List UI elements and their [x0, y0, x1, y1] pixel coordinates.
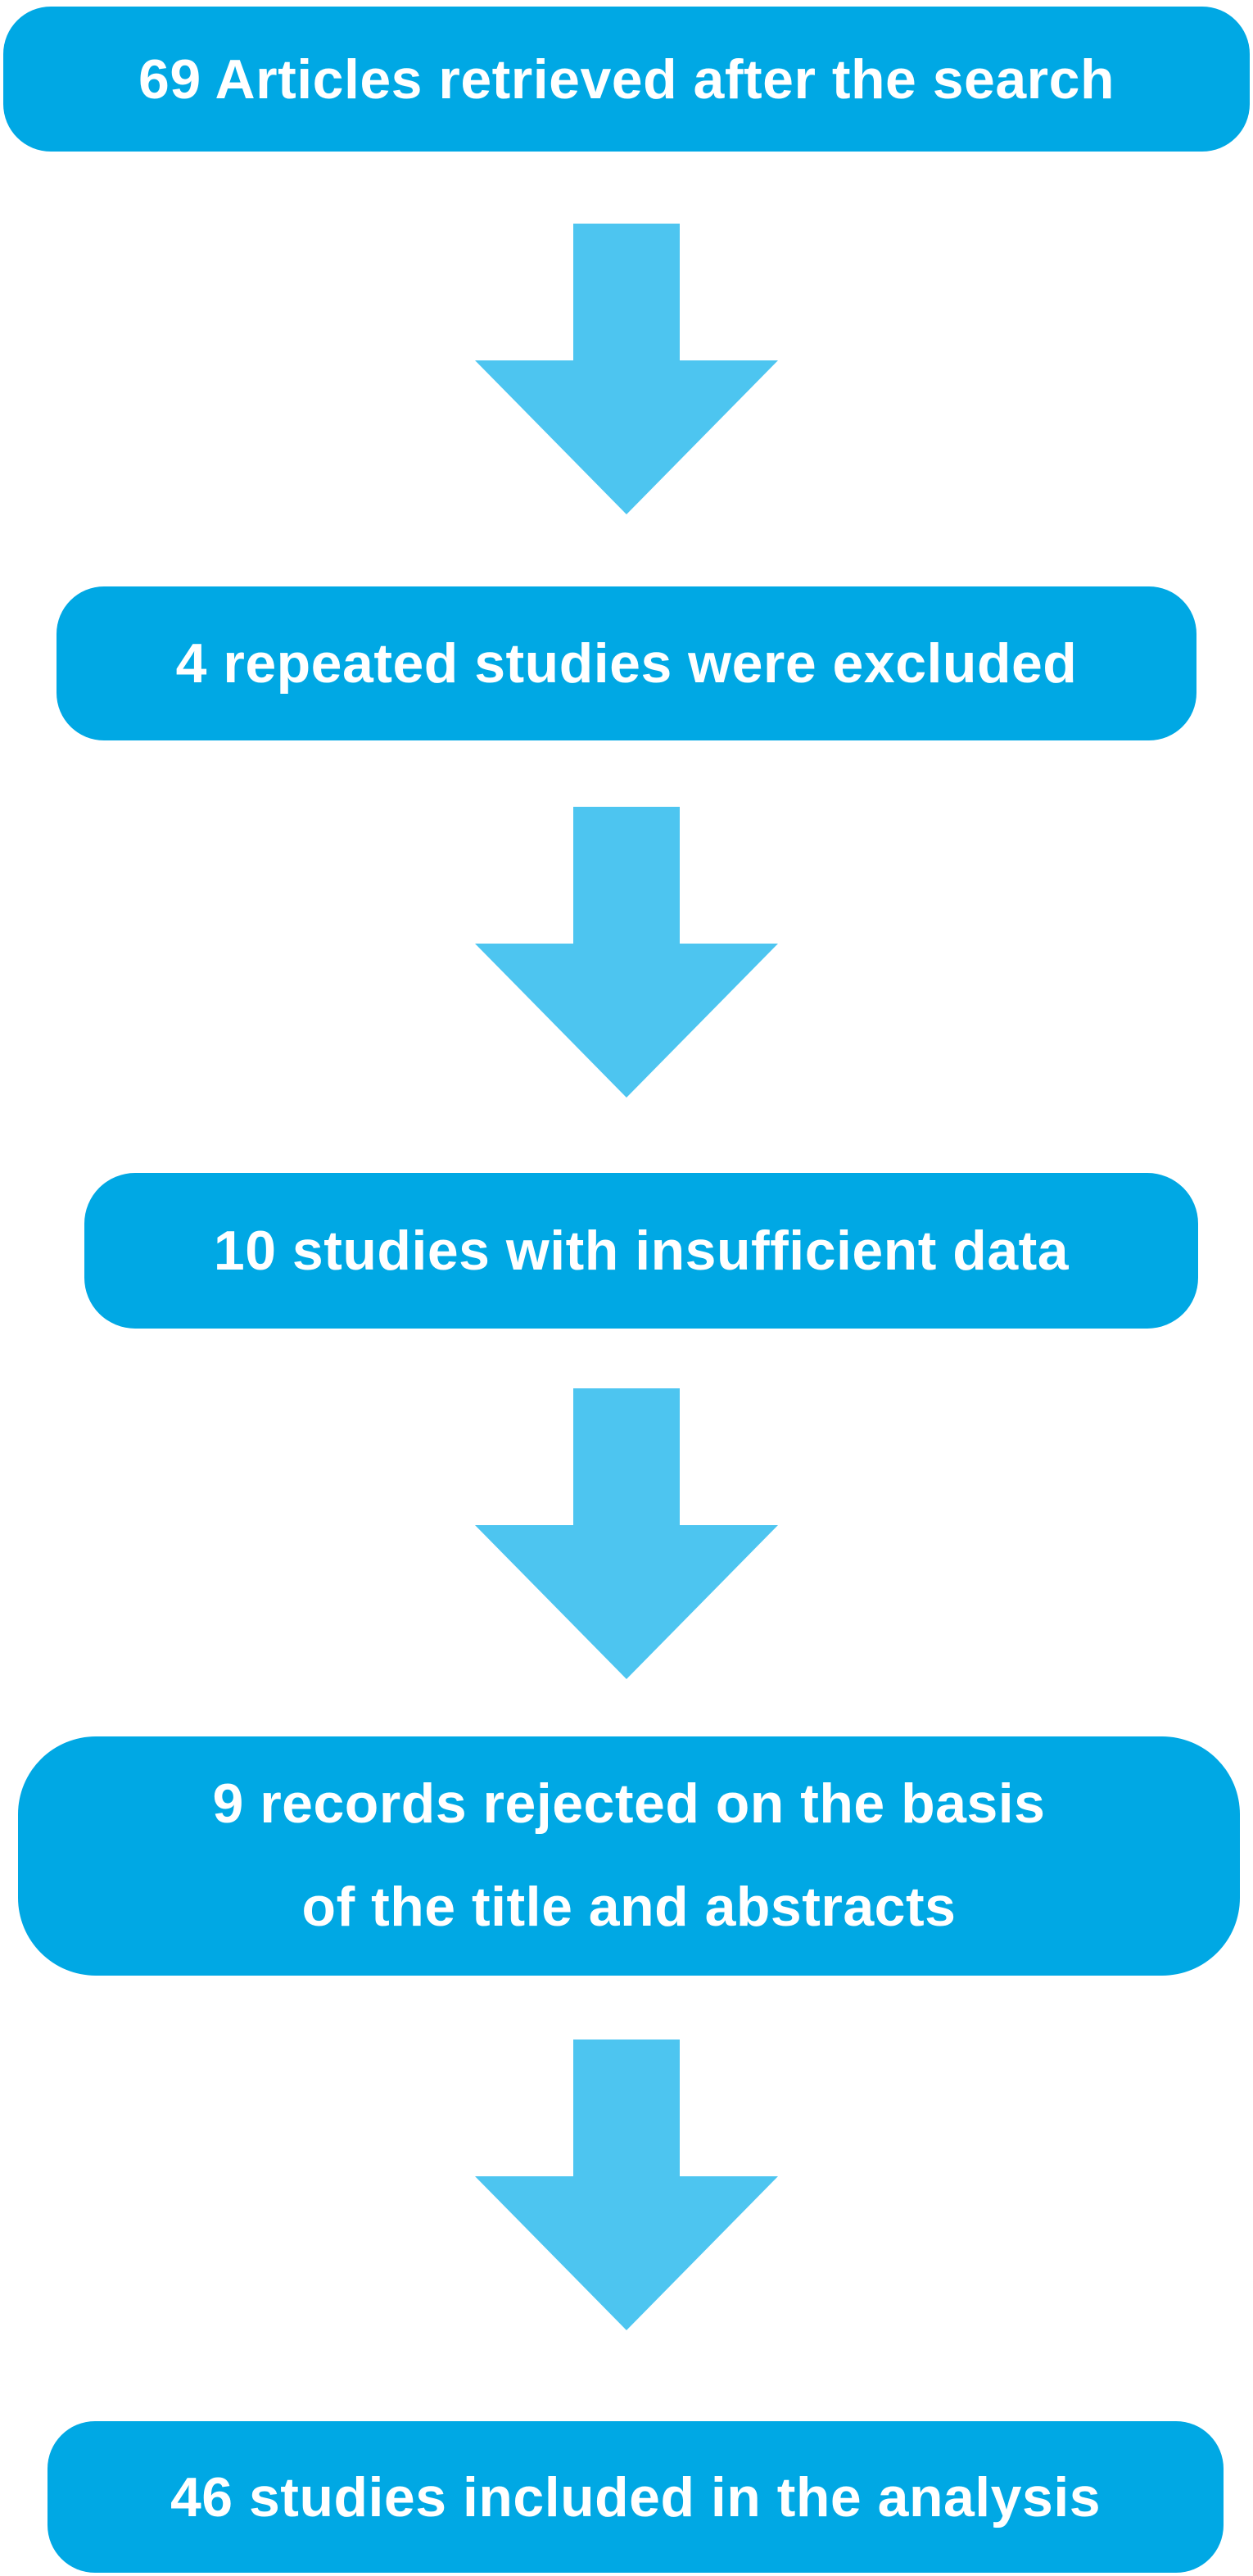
flow-step-label-line-1: 9 records rejected on the basis: [212, 1772, 1046, 1836]
flow-step-label: 69 Articles retrieved after the search: [138, 48, 1115, 111]
flow-step-label: 46 studies included in the analysis: [170, 2465, 1101, 2528]
down-arrow-icon: [475, 1388, 778, 1679]
down-arrow-icon: [475, 224, 778, 514]
flow-step-label: 4 repeated studies were excluded: [175, 632, 1078, 695]
down-arrow-icon: [475, 807, 778, 1098]
flow-step-repeated-studies-excluded: 4 repeated studies were excluded: [57, 586, 1196, 740]
flow-step-articles-retrieved: 69 Articles retrieved after the search: [3, 7, 1250, 152]
flow-step-records-rejected: 9 records rejected on the basis of the t…: [18, 1736, 1240, 1976]
down-arrow-icon: [475, 2040, 778, 2330]
flow-step-label-line-2: of the title and abstracts: [301, 1876, 957, 1938]
flow-step-insufficient-data: 10 studies with insufficient data: [84, 1173, 1198, 1329]
flow-step-label: 10 studies with insufficient data: [213, 1220, 1070, 1282]
flow-step-studies-included: 46 studies included in the analysis: [47, 2421, 1224, 2573]
